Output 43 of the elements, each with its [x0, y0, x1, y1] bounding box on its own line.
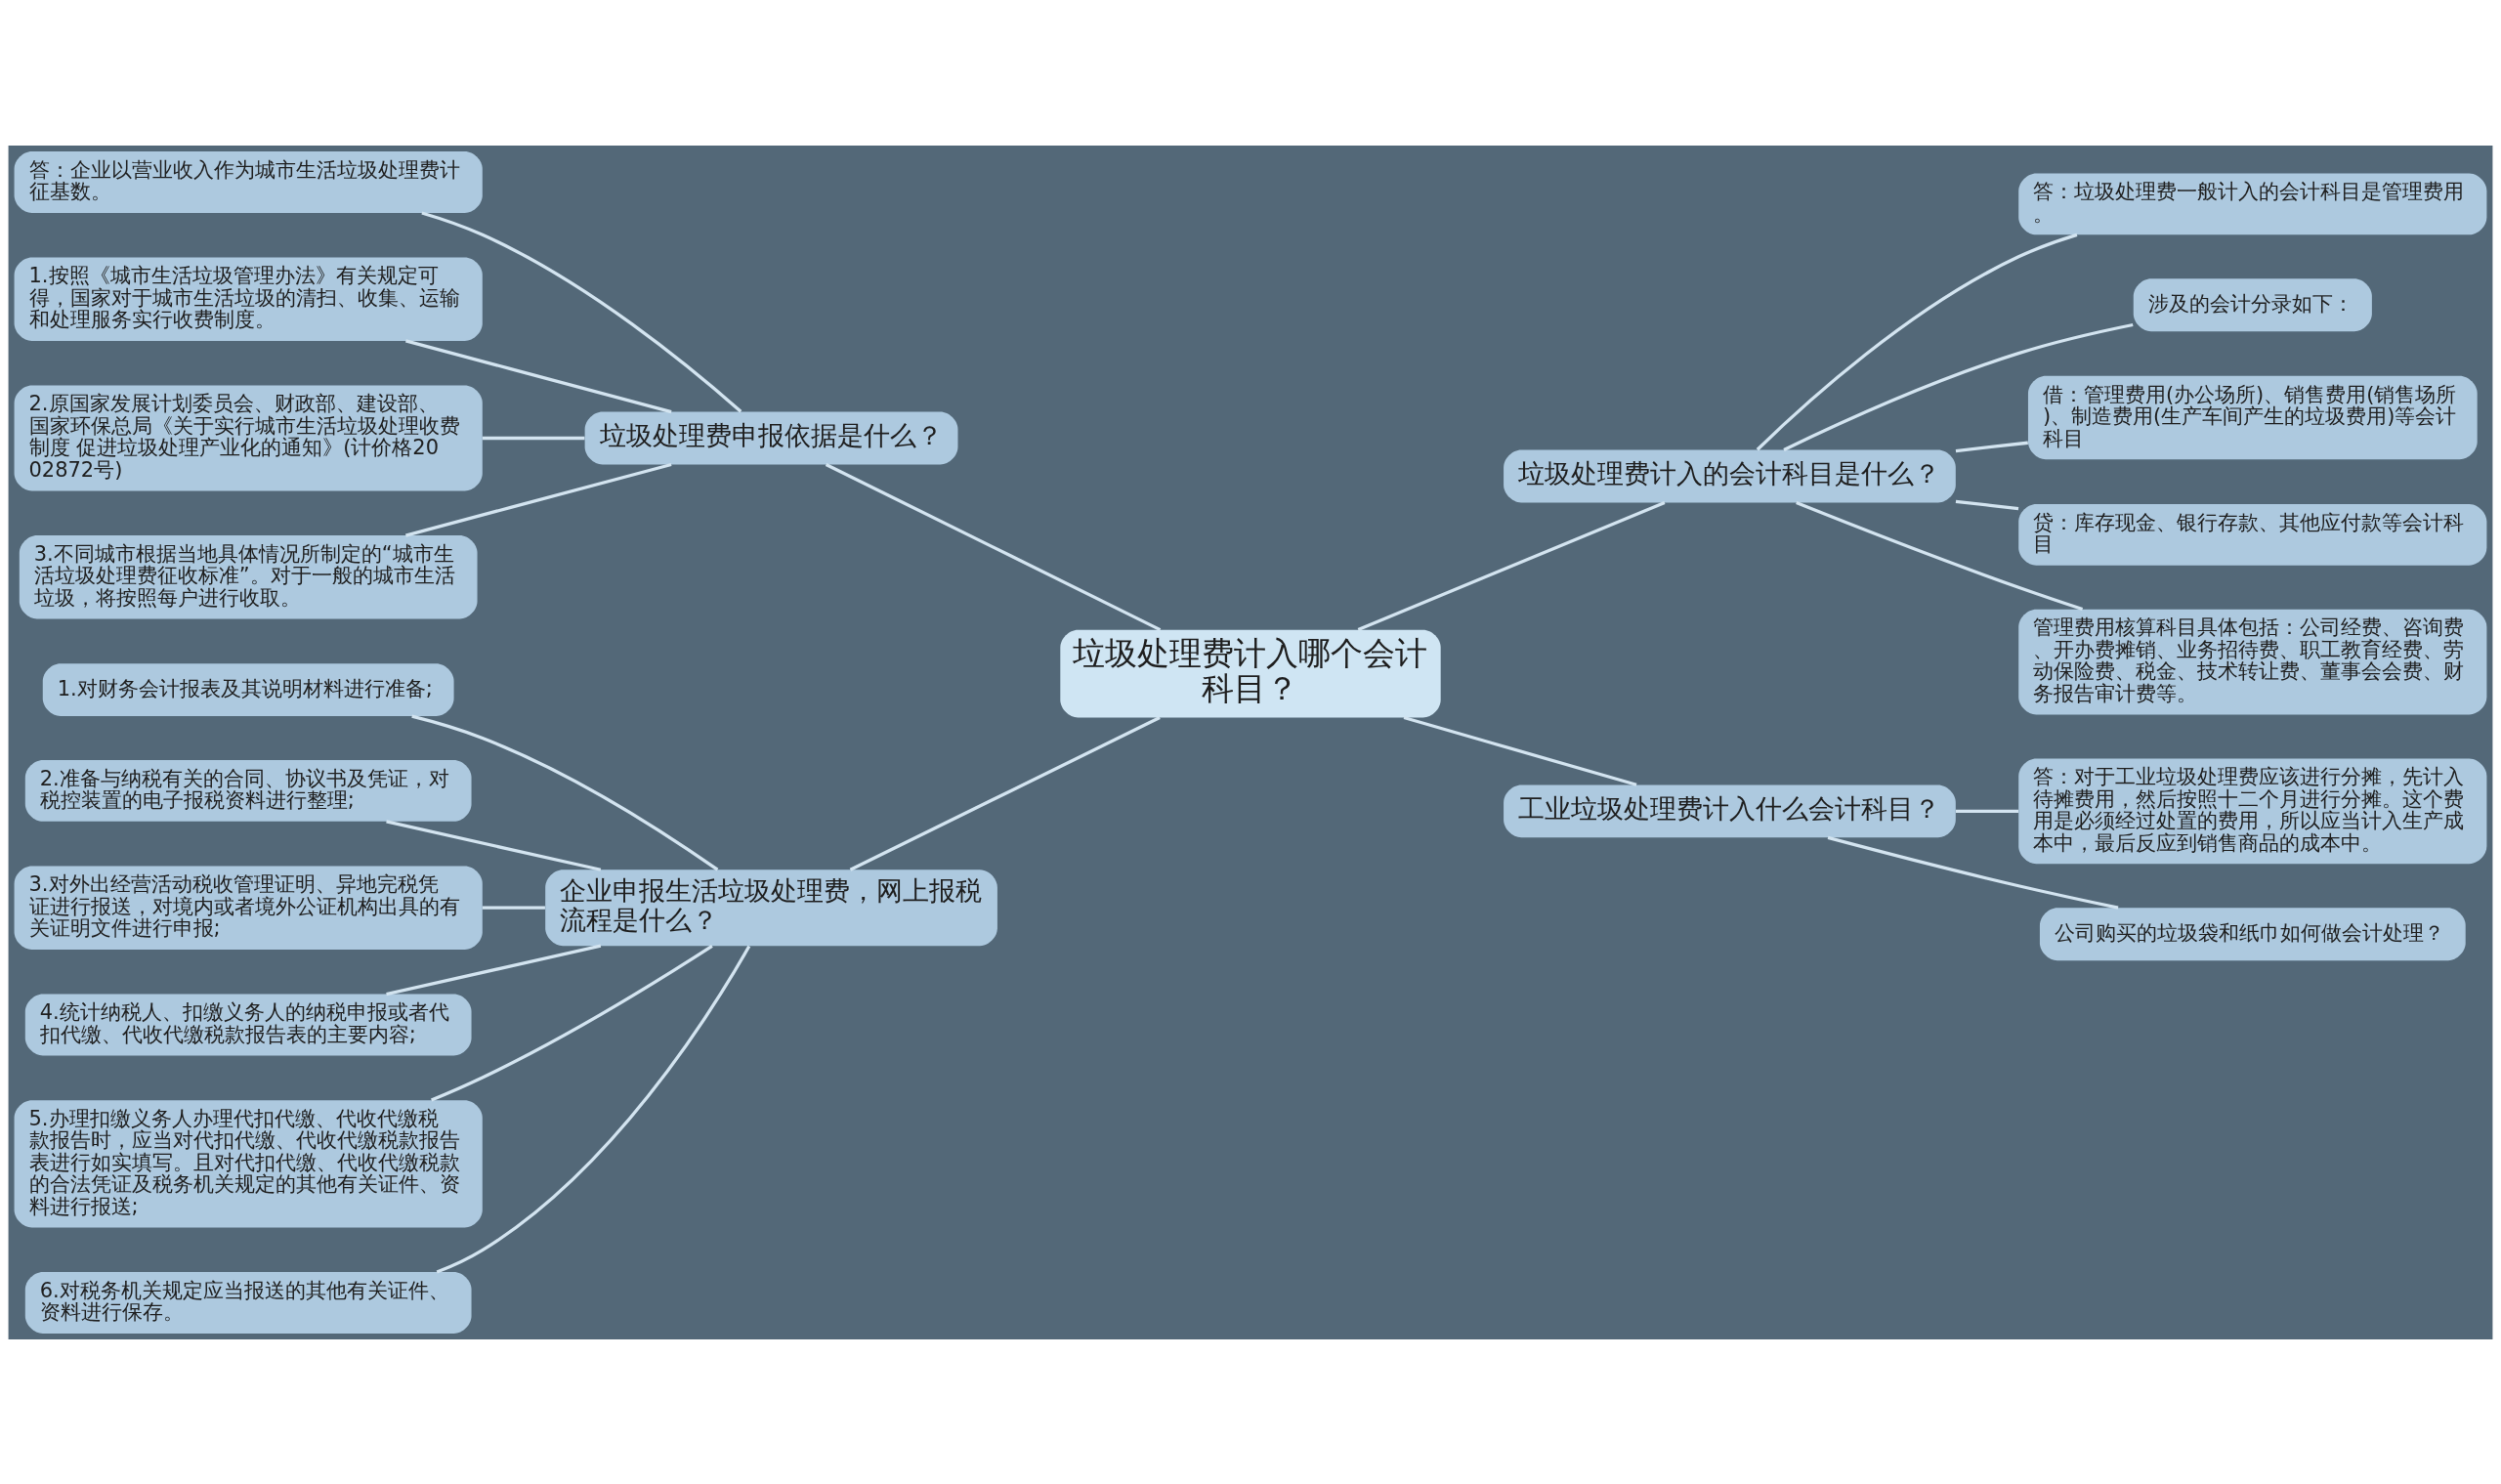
- node-box: 贷：库存现金、银行存款、其他应付款等会计科目: [2018, 503, 2487, 566]
- node-box: 垃圾处理费申报依据是什么？: [584, 411, 958, 464]
- node-box: 1.按照《城市生活垃圾管理办法》有关规定可得，国家对于城市生活垃圾的清扫、收集、运输和处理服务实行收费制度。: [14, 257, 483, 341]
- node-box: 答：对于工业垃圾处理费应该进行分摊，先计入待摊费用，然后按照十二个月进行分摊。这个费用是必须经过处置的费用，所以应当计入生产成本中，最后反应到销售商品的成本中。: [2018, 757, 2487, 864]
- node-box: 3.对外出经营活动税收管理证明、异地完税凭证进行报送，对境内或者境外公证机构出具的有关证明文件进行申报;: [14, 866, 483, 950]
- connector: [405, 338, 672, 413]
- connector: [421, 210, 742, 413]
- connector: [386, 819, 602, 871]
- connector: [430, 944, 713, 1101]
- node-box: 3.不同城市根据当地具体情况所制定的“城市生活垃圾处理费征收标准”。对于一般的城市生活垃圾，将按照每户进行收取。: [19, 534, 478, 618]
- connector: [1955, 441, 2028, 452]
- node-box: 借：管理费用(办公场所)、销售费用(销售场所)、制造费用(生产车间产生的垃圾费用)等会计科目: [2027, 375, 2478, 459]
- node-box: 管理费用核算科目具体包括：公司经费、咨询费、开办费摊销、业务招待费、职工教育经费、劳动保险费、税金、技术转让费、董事会会费、财务报告审计费等。: [2018, 609, 2487, 715]
- connector: [405, 462, 672, 537]
- node-box: 垃圾处理费计入哪个会计科目？: [1060, 629, 1441, 718]
- node-box: 答：企业以营业收入作为城市生活垃圾处理费计征基数。: [14, 150, 483, 213]
- node-box: 答：垃圾处理费一般计入的会计科目是管理费用。: [2018, 172, 2487, 234]
- connector: [1955, 499, 2019, 510]
- node-box: 1.对财务会计报表及其说明材料进行准备;: [42, 662, 454, 716]
- connector: [482, 436, 585, 440]
- connector: [849, 715, 1161, 871]
- connector: [1403, 715, 1637, 786]
- node-box: 2.原国家发展计划委员会、财政部、建设部、国家环保总局《关于实行城市生活垃圾处理收费制度 促进垃圾处理产业化的通知》(计价格2002872号): [14, 385, 483, 490]
- connector: [1357, 500, 1666, 631]
- connector: [1955, 809, 2019, 813]
- node-box: 2.准备与纳税有关的合同、协议书及凭证，对税控装置的电子报税资料进行整理;: [24, 759, 472, 822]
- connector: [1796, 500, 2084, 611]
- node-box: 5.办理扣缴义务人办理代扣代缴、代收代缴税款报告时，应当对代扣代缴、代收代缴税款报告表进行如实填写。且对代扣代缴、代收代缴税款的合法凭证及税务机关规定的其他有关证件、资料进行报送;: [14, 1099, 483, 1227]
- node-box: 涉及的会计分录如下：: [2133, 277, 2372, 331]
- node-box: 6.对税务机关规定应当报送的其他有关证件、资料进行保存。: [24, 1271, 472, 1334]
- connector: [1783, 322, 2134, 451]
- connector: [386, 944, 602, 996]
- connector: [825, 462, 1162, 631]
- node-box: 公司购买的垃圾袋和纸巾如何做会计处理？: [2039, 907, 2466, 960]
- node-box: 工业垃圾处理费计入什么会计科目？: [1504, 784, 1956, 837]
- node-box: 4.统计纳税人、扣缴义务人的纳税申报或者代扣代缴、代收代缴税款报告表的主要内容;: [24, 994, 472, 1055]
- connector: [1756, 233, 2078, 450]
- connector: [1827, 835, 2119, 910]
- node-box: 垃圾处理费计入的会计科目是什么？: [1504, 449, 1956, 502]
- connector: [436, 945, 751, 1274]
- connector: [482, 906, 545, 910]
- node-box: 企业申报生活垃圾处理费，网上报税流程是什么？: [545, 869, 997, 946]
- connector: [411, 714, 719, 871]
